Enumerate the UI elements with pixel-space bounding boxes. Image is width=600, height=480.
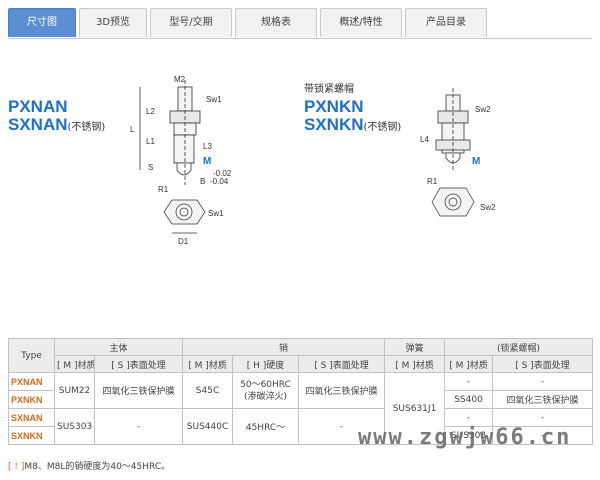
cell-pin-surface-s: - (298, 408, 386, 445)
dim-l: L (130, 125, 135, 134)
cell-pin-hardness-s: 45HRC～ (232, 408, 300, 445)
tab-3d-preview[interactable]: 3D预览 (79, 8, 147, 37)
plunger-with-nut (435, 88, 471, 172)
cell-spring-material: SUS631J1 (384, 372, 446, 445)
note-text: M8、M8L的销硬度为40～45HRC。 (24, 462, 171, 472)
cell-body-material-s: SUS303 (54, 408, 95, 445)
dim-b-tol-lower: -0.04 (210, 177, 229, 186)
subheader-pin-material: [ M ]材质 (182, 355, 234, 373)
type-pxnan: PXNAN (8, 372, 55, 391)
dim-m2: M2 (174, 75, 186, 84)
subheader-nut-material: [ M ]材质 (444, 355, 494, 373)
nut-end-view (431, 187, 475, 217)
right-product-caption: 带锁紧螺帽 (304, 84, 354, 95)
cell-nut-material-sxnkn: SUS303 (444, 426, 494, 445)
cell-nut-material-pxnan: - (444, 372, 494, 391)
cell-nut-surface-pxnkn: 四氧化三铁保护膜 (492, 390, 594, 409)
header-nut: (锁紧螺帽) (444, 338, 594, 356)
tab-bar: 尺寸图 3D预览 型号/交期 规格表 概述/特性 产品目录 (8, 8, 487, 38)
header-spring: 弹簧 (384, 338, 446, 356)
cell-pin-surface-p: 四氧化三铁保护膜 (298, 372, 386, 409)
dim-r1-right: R1 (427, 177, 438, 186)
left-product-name-2: SXNAN (8, 115, 68, 134)
header-type: Type (8, 338, 55, 373)
type-sxnkn: SXNKN (8, 426, 55, 445)
dim-l2: L2 (146, 107, 155, 116)
dim-sw2-top: Sw2 (475, 105, 491, 114)
cell-body-material-p: SUM22 (54, 372, 95, 409)
dim-s: S (148, 163, 153, 172)
plunger-end-view (163, 199, 206, 234)
cell-nut-material-pxnkn: SS400 (444, 390, 494, 409)
tab-catalog[interactable]: 产品目录 (405, 8, 487, 37)
dim-l1: L1 (146, 137, 155, 146)
right-product-name-1: PXNKN (304, 97, 364, 116)
cell-pin-material-p: S45C (182, 372, 234, 409)
subheader-pin-hardness: [ H ]硬度 (232, 355, 300, 373)
material-spec-table: Type 主体 销 弹簧 (锁紧螺帽) [ M ]材质 [ S ]表面处理 [ … (8, 338, 594, 445)
right-product-suffix: (不锈钢) (363, 122, 402, 133)
left-product-suffix: (不锈钢) (67, 122, 106, 133)
subheader-body-material: [ M ]材质 (54, 355, 95, 373)
dim-sw1: Sw1 (206, 95, 222, 104)
cell-nut-surface-pxnan: - (492, 372, 594, 391)
tab-spec-table[interactable]: 规格表 (235, 8, 317, 37)
dim-b-tol-upper: -0.02 (213, 169, 232, 178)
dim-sw1-end: Sw1 (208, 209, 224, 218)
tab-dimension-drawing[interactable]: 尺寸图 (8, 8, 76, 37)
right-product-title: PXNKN SXNKN(不锈钢) (304, 98, 401, 137)
left-product-title: PXNAN SXNAN(不锈钢) (8, 98, 105, 137)
subheader-body-surface: [ S ]表面处理 (93, 355, 184, 373)
header-body: 主体 (53, 338, 184, 356)
cell-nut-surface-sxnkn: - (492, 426, 594, 445)
cell-pin-hardness-p: 50～60HRC (渗碳淬火) (232, 372, 300, 409)
cell-body-surface-p: 四氧化三铁保护膜 (93, 372, 184, 409)
dim-d1: D1 (178, 237, 189, 246)
type-pxnkn: PXNKN (8, 390, 55, 409)
subheader-nut-surface: [ S ]表面处理 (492, 355, 594, 373)
tab-model-delivery[interactable]: 型号/交期 (150, 8, 232, 37)
type-sxnan: SXNAN (8, 408, 55, 427)
note-marker: [ ! ] (8, 462, 25, 472)
tab-divider (8, 38, 592, 39)
cell-body-surface-s: - (93, 408, 184, 445)
drawing-svg: M2 Sw1 L L2 L1 L3 M S -0.02 B -0.04 R1 S… (130, 75, 496, 246)
plunger-side-view (139, 80, 201, 185)
dim-m-left: M (203, 156, 211, 167)
dim-l4: L4 (420, 135, 429, 144)
dim-b: B (200, 177, 205, 186)
dimension-drawing: PXNAN SXNAN(不锈钢) 带锁紧螺帽 PXNKN SXNKN(不锈钢) (0, 40, 600, 335)
cell-nut-surface-sxnan: - (492, 408, 594, 427)
dim-sw2-side: Sw2 (480, 203, 496, 212)
header-pin: 销 (182, 338, 386, 356)
left-product-name-1: PXNAN (8, 97, 68, 116)
hardness-note: [ ! ]M8、M8L的销硬度为40～45HRC。 (8, 459, 170, 472)
subheader-pin-surface: [ S ]表面处理 (298, 355, 386, 373)
dim-m-right: M (472, 156, 480, 167)
dim-r1-left: R1 (158, 185, 169, 194)
cell-pin-material-s: SUS440C (182, 408, 234, 445)
cell-nut-material-sxnan: - (444, 408, 494, 427)
dim-l3: L3 (203, 142, 212, 151)
subheader-spring-material: [ M ]材质 (384, 355, 446, 373)
watermark: www.zgwjw66.cn (358, 425, 572, 450)
right-product-name-2: SXNKN (304, 115, 364, 134)
tab-overview[interactable]: 概述/特性 (320, 8, 402, 37)
